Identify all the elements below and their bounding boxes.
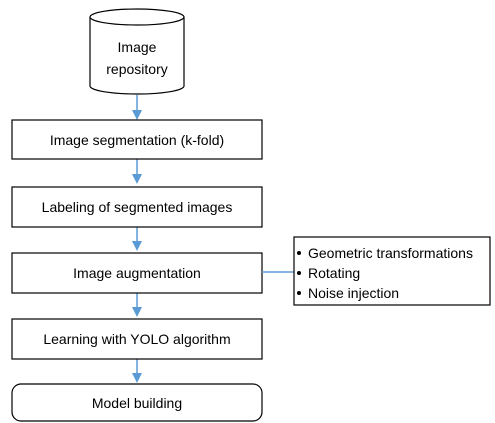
step-box-model-building: Model building bbox=[11, 383, 263, 422]
augmentation-methods-box: Geometric transformations Rotating Noise… bbox=[293, 236, 491, 306]
step-label-learning: Learning with YOLO algorithm bbox=[43, 331, 230, 347]
step-label-model-building: Model building bbox=[92, 395, 182, 411]
step-box-augmentation: Image augmentation bbox=[11, 252, 263, 294]
step-label-segmentation: Image segmentation (k-fold) bbox=[50, 132, 224, 148]
bullet-marker bbox=[297, 291, 301, 295]
augmentation-method-item: Noise injection bbox=[308, 285, 399, 301]
bullet-marker bbox=[297, 271, 301, 275]
image-repository-cylinder: Image repository bbox=[89, 8, 185, 95]
step-label-labeling: Labeling of segmented images bbox=[42, 199, 233, 215]
augmentation-method-item: Rotating bbox=[308, 265, 360, 281]
augmentation-method-item: Geometric transformations bbox=[308, 245, 473, 261]
step-label-augmentation: Image augmentation bbox=[73, 265, 201, 281]
step-box-segmentation: Image segmentation (k-fold) bbox=[11, 119, 263, 160]
repository-label-line1: Image bbox=[118, 39, 157, 55]
step-box-labeling: Labeling of segmented images bbox=[11, 186, 263, 228]
repository-label-line2: repository bbox=[106, 61, 167, 77]
bullet-marker bbox=[297, 251, 301, 255]
step-box-learning: Learning with YOLO algorithm bbox=[11, 318, 263, 360]
